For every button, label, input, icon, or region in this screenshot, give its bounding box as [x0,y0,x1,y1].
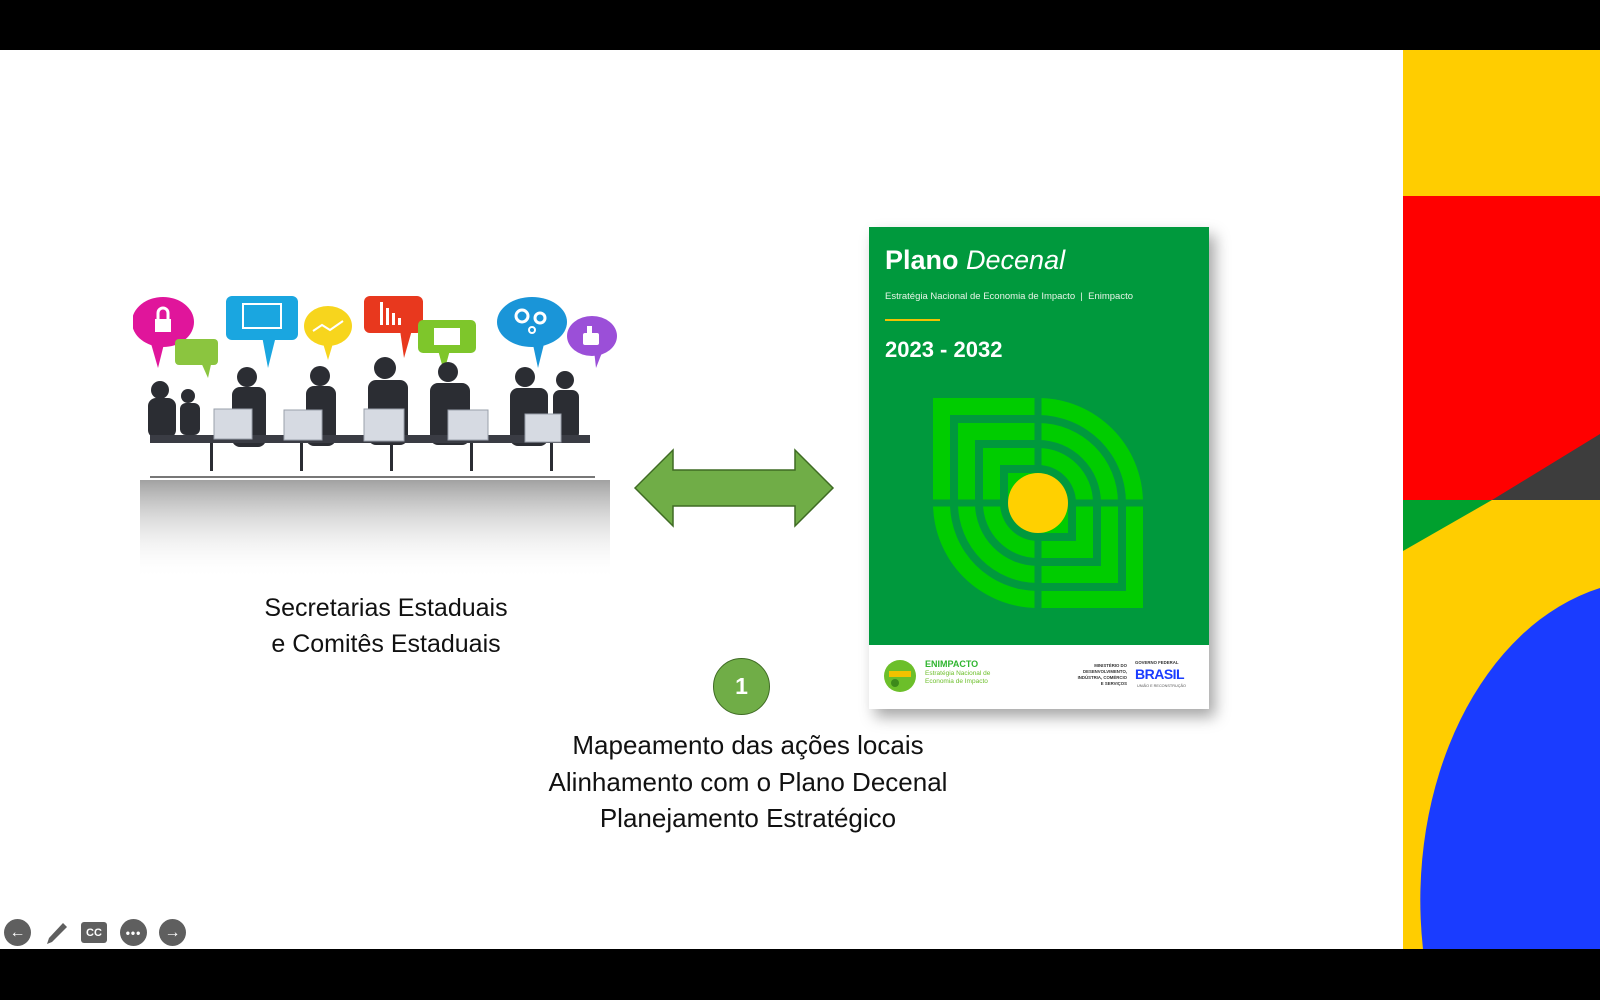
ministry-1: MINISTÉRIO DO [1094,663,1127,668]
bottom-letterbox [0,949,1600,1000]
book-footer: ENIMPACTO Estratégia Nacional de Economi… [869,645,1209,709]
more-icon: ••• [125,925,142,940]
brasil-logo: BRASIL [1135,666,1185,682]
ministry-label: MINISTÉRIO DO DESENVOLVIMENTO, INDÚSTRIA… [1049,663,1127,687]
laptop-bubble [226,296,298,340]
captions-button[interactable]: CC [81,922,107,943]
speech-bubbles [133,296,617,378]
pencil-icon [47,923,67,944]
chart-bubble [304,306,352,346]
brand-sub-2: Economia de Impacto [925,678,988,685]
bottom-caption-line1: Mapeamento das ações locais [572,730,924,760]
bottom-caption: Mapeamento das ações locais Alinhamento … [498,727,998,837]
brand-sub-1: Estratégia Nacional de [925,670,991,677]
next-slide-button[interactable]: → [159,919,186,946]
step-badge: 1 [713,658,770,715]
previous-slide-button[interactable]: ← [4,919,31,946]
book-title-bold: Plano [885,245,959,275]
more-options-button[interactable]: ••• [120,919,147,946]
left-caption-line2: e Comitês Estaduais [271,630,501,658]
gears-bubble [497,297,567,347]
floor-reflection [140,480,610,580]
arrow-right-icon: → [164,923,181,941]
arrow-left-icon: ← [9,923,26,941]
deco-dark-wedge [1492,434,1600,500]
ministry-4: E SERVIÇOS [1100,681,1127,686]
deco-green-triangle [1403,500,1492,551]
plano-decenal-cover: Plano Decenal Estratégia Nacional de Eco… [869,227,1209,709]
enimpacto-globe-logo [884,660,916,692]
book-subtitle: Estratégia Nacional de Economia de Impac… [885,291,1134,302]
deco-blue-ellipse [1420,588,1600,949]
enimpacto-brand: ENIMPACTO [925,659,979,669]
left-caption-line1: Secretarias Estaduais [264,594,508,622]
bottom-caption-line2: Alinhamento com o Plano Decenal [548,766,948,797]
brazil-decoration [1403,50,1600,949]
yellow-rule [885,319,940,321]
book-title-italic: Decenal [966,245,1066,275]
chairs [213,408,562,443]
deco-red [1403,196,1600,500]
table-legs [210,443,553,471]
step-number: 1 [735,673,748,699]
text-bubble [175,339,218,365]
left-caption: Secretarias Estaduais e Comitês Estaduai… [236,590,536,662]
meeting-illustration [133,296,617,580]
enimpacto-brand-sub: Estratégia Nacional de Economia de Impac… [925,670,990,686]
gov-label: GOVERNO FEDERAL [1135,660,1179,665]
book-years: 2023 - 2032 [885,337,1003,362]
ministry-3: INDÚSTRIA, COMÉRCIO [1077,675,1127,680]
pen-tool-button[interactable] [43,919,71,947]
book-title: Plano Decenal [885,245,1065,276]
gov-tagline: UNIÃO E RECONSTRUÇÃO [1137,684,1186,688]
enimpacto-emblem [933,398,1143,608]
slide: Secretarias Estaduais e Comitês Estaduai… [0,50,1600,949]
sun-circle [1008,473,1068,533]
double-arrow [633,448,835,528]
ministry-2: DESENVOLVIMENTO, [1082,669,1127,674]
cc-icon: CC [86,926,102,939]
top-letterbox [0,0,1600,50]
bottom-caption-line3: Planejamento Estratégico [599,803,897,833]
